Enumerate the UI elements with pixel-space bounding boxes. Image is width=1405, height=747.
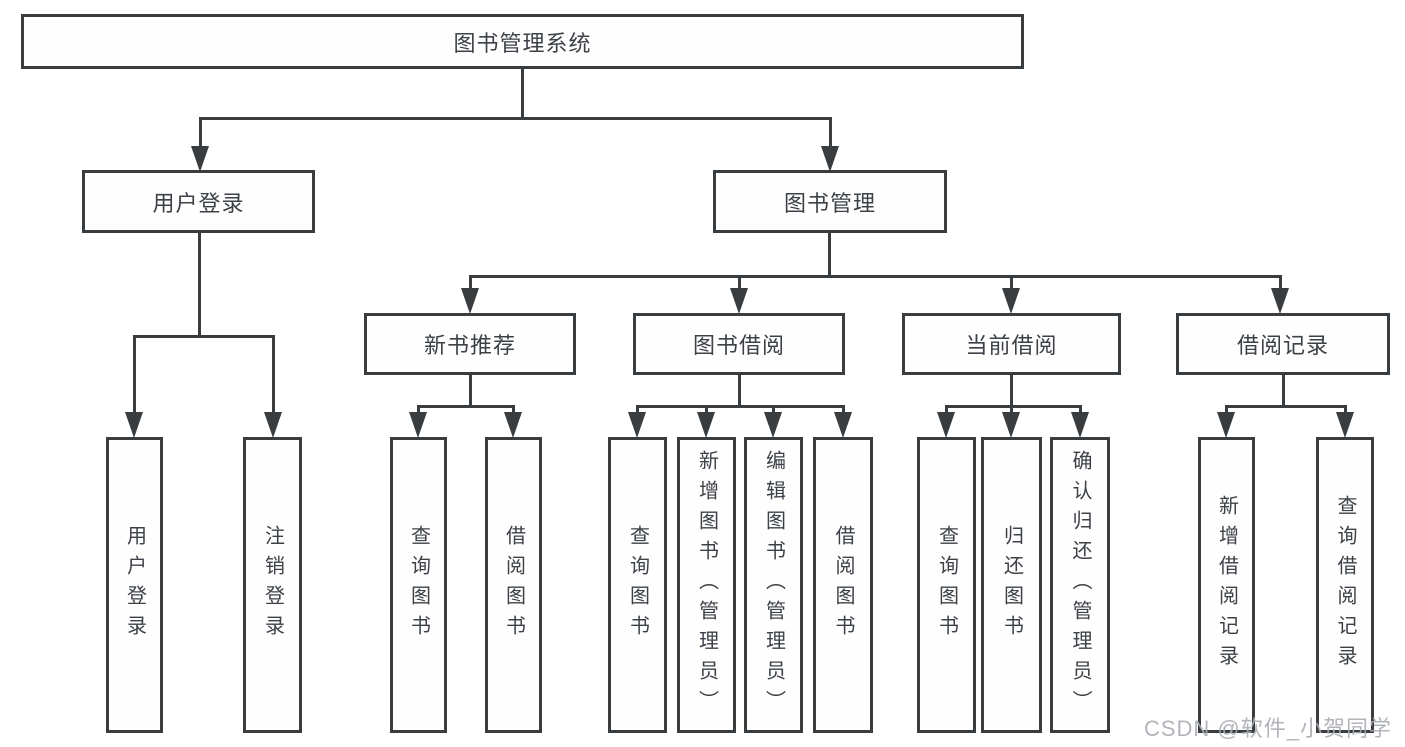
connector-line: [944, 404, 1082, 408]
node-leaf-cb-confirm: 确认归还（管理员）: [1050, 437, 1110, 733]
connector-line: [635, 404, 845, 408]
connector-line: [511, 406, 515, 416]
arrowhead-down-icon: [409, 412, 427, 438]
node-leaf-br-query: 查询借阅记录: [1316, 437, 1374, 733]
connector-line: [1278, 276, 1282, 292]
connector-line: [132, 336, 136, 416]
connector-line: [1078, 406, 1082, 416]
connector-line: [468, 276, 472, 292]
arrowhead-down-icon: [1002, 288, 1020, 314]
arrowhead-down-icon: [697, 412, 715, 438]
connector-line: [520, 67, 524, 119]
connector-line: [737, 373, 741, 407]
arrowhead-down-icon: [191, 146, 209, 172]
connector-line: [704, 406, 708, 416]
arrowhead-down-icon: [1271, 288, 1289, 314]
connector-line: [468, 274, 1282, 278]
node-leaf-br-add: 新增借阅记录: [1198, 437, 1255, 733]
node-user-login: 用户登录: [82, 170, 315, 233]
csdn-watermark: CSDN @软件_小贺同学: [1143, 716, 1392, 741]
connector-line: [1224, 406, 1228, 416]
node-leaf-bb-edit: 编辑图书（管理员）: [744, 437, 803, 733]
node-book-borrow: 图书借阅: [633, 313, 845, 375]
connector-line: [771, 406, 775, 416]
node-leaf-bb-add: 新增图书（管理员）: [677, 437, 736, 733]
connector-line: [132, 334, 275, 338]
connector-line: [416, 404, 515, 408]
connector-line: [198, 116, 832, 120]
node-new-book-rec: 新书推荐: [364, 313, 576, 375]
connector-line: [1343, 406, 1347, 416]
node-leaf-bb-query: 查询图书: [608, 437, 667, 733]
node-leaf-bb-borrow: 借阅图书: [813, 437, 873, 733]
connector-line: [271, 336, 275, 416]
node-leaf-nbr-query: 查询图书: [390, 437, 447, 733]
arrowhead-down-icon: [1002, 412, 1020, 438]
node-leaf-nbr-borrow: 借阅图书: [485, 437, 542, 733]
arrowhead-down-icon: [937, 412, 955, 438]
connector-line: [197, 231, 201, 336]
connector-line: [1009, 373, 1013, 407]
connector-line: [198, 117, 202, 150]
arrowhead-down-icon: [264, 412, 282, 438]
connector-line: [737, 276, 741, 292]
node-root: 图书管理系统: [21, 14, 1024, 69]
connector-line: [841, 406, 845, 416]
connector-line: [828, 117, 832, 150]
connector-line: [1224, 404, 1347, 408]
connector-line: [468, 373, 472, 407]
arrowhead-down-icon: [504, 412, 522, 438]
arrowhead-down-icon: [461, 288, 479, 314]
arrowhead-down-icon: [821, 146, 839, 172]
node-book-mgmt: 图书管理: [713, 170, 947, 233]
connector-line: [635, 406, 639, 416]
connector-line: [416, 406, 420, 416]
connector-line: [1281, 373, 1285, 407]
arrowhead-down-icon: [834, 412, 852, 438]
node-borrow-record: 借阅记录: [1176, 313, 1390, 375]
node-leaf-user-login: 用户登录: [106, 437, 163, 733]
connector-line: [827, 231, 831, 278]
connector-line: [944, 406, 948, 416]
arrowhead-down-icon: [1336, 412, 1354, 438]
connector-line: [1009, 276, 1013, 292]
connector-line: [1009, 406, 1013, 416]
node-current-borrow: 当前借阅: [902, 313, 1121, 375]
node-leaf-logout: 注销登录: [243, 437, 302, 733]
arrowhead-down-icon: [1071, 412, 1089, 438]
arrowhead-down-icon: [125, 412, 143, 438]
arrowhead-down-icon: [1217, 412, 1235, 438]
node-leaf-cb-return: 归还图书: [981, 437, 1042, 733]
arrowhead-down-icon: [730, 288, 748, 314]
arrowhead-down-icon: [628, 412, 646, 438]
node-leaf-cb-query: 查询图书: [917, 437, 976, 733]
arrowhead-down-icon: [764, 412, 782, 438]
